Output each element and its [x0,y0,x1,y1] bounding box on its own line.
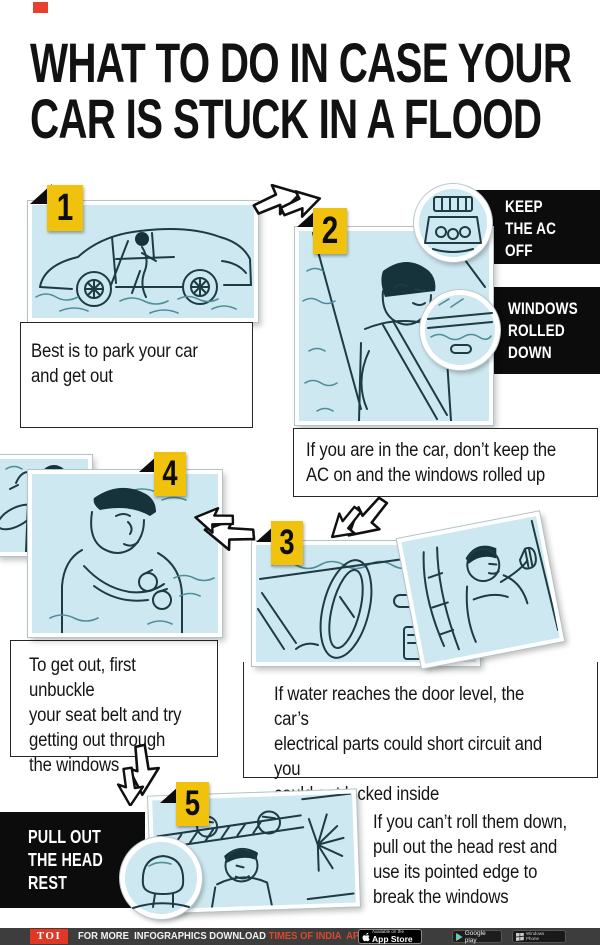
callout-windows-text: WINDOWS ROLLED DOWN [508,299,578,362]
step2-caption-box: If you are in the car, don’t keep the AC… [293,428,598,497]
windowsphone-text: Windows Phone [526,931,545,941]
googleplay-badge[interactable]: Google play [452,929,502,944]
headrest-circle [120,837,202,919]
step1-number: 1 [56,187,74,229]
callout-ac-text: KEEP THE AC OFF [505,197,557,260]
step3-caption: If water reaches the door level, the car… [274,684,543,805]
car-in-flood-illustration [35,228,252,314]
appstore-big-text: App Store [372,933,413,944]
step3-number: 3 [279,523,295,562]
unbuckle-seatbelt-illustration [49,487,215,633]
step3-caption-box: If water reaches the door level, the car… [243,662,598,805]
step4-number-badge: 4 [154,452,186,496]
page-title-line1: WHAT TO DO IN CASE YOUR [30,31,572,94]
toi-logo: TOI [30,929,68,944]
step2-number-badge: 2 [313,208,347,254]
step1-caption-box: Best is to park your car and get out [20,322,253,428]
step1-illustration-panel [27,200,259,323]
windows-icon [516,932,524,941]
step2-number: 2 [321,210,339,252]
windows-line1: Windows [526,931,545,936]
steering-dashboard-illustration [257,552,475,660]
step4-number: 4 [162,454,178,493]
callout-headrest-bar: PULL OUT THE HEAD REST [0,812,145,908]
step1-caption: Best is to park your car and get out [31,341,198,387]
appstore-badge[interactable]: Available on the App Store [358,929,422,944]
window-rolled-circle [420,290,500,370]
arrow-step4-to-step5-icon [116,744,160,806]
man-pushing-window-illustration [422,519,560,651]
appstore-small-text: Available on the [372,929,404,934]
footer-text-white: FOR MORE INFOGRAPHICS DOWNLOAD [78,930,269,942]
windows-line2: Phone [526,935,540,941]
headrest-illustration [132,855,190,909]
step1-number-badge: 1 [47,185,83,231]
step3-number-badge: 3 [271,521,303,565]
arrow-step1-to-step2-icon [252,183,322,218]
apple-icon [362,932,370,941]
page-title-line2: CAR IS STUCK IN A FLOOD [30,87,542,150]
step5-caption: If you can’t roll them down, pull out th… [373,812,567,908]
top-red-mark [33,2,48,13]
ac-dashboard-illustration [424,196,482,253]
step5-number: 5 [184,784,201,823]
step5-number-badge: 5 [176,782,209,826]
appstore-text: Available on the App Store [372,929,413,944]
googleplay-icon [456,932,463,941]
footer-text-red: TIMES OF INDIA APP [268,930,366,942]
footer-text: FOR MORE INFOGRAPHICS DOWNLOAD TIMES OF … [78,930,366,943]
arrow-step2-to-step3-icon [330,496,389,539]
step2-caption: If you are in the car, don’t keep the AC… [306,440,557,486]
footer-bar: TOI FOR MORE INFOGRAPHICS DOWNLOAD TIMES… [0,928,600,945]
googleplay-text: Google play [464,929,486,944]
step4-caption: To get out, first unbuckle your seat bel… [29,655,182,776]
arrow-step3-to-step4-icon [194,506,256,552]
windowsphone-badge[interactable]: Windows Phone [512,930,566,943]
dashboard-ac-circle [414,184,492,262]
step4-caption-box: To get out, first unbuckle your seat bel… [10,640,218,776]
step3-tilted-panel [395,510,566,670]
window-illustration [427,298,493,354]
callout-headrest-text: PULL OUT THE HEAD REST [28,827,103,893]
step4-illustration-panel [27,469,223,638]
